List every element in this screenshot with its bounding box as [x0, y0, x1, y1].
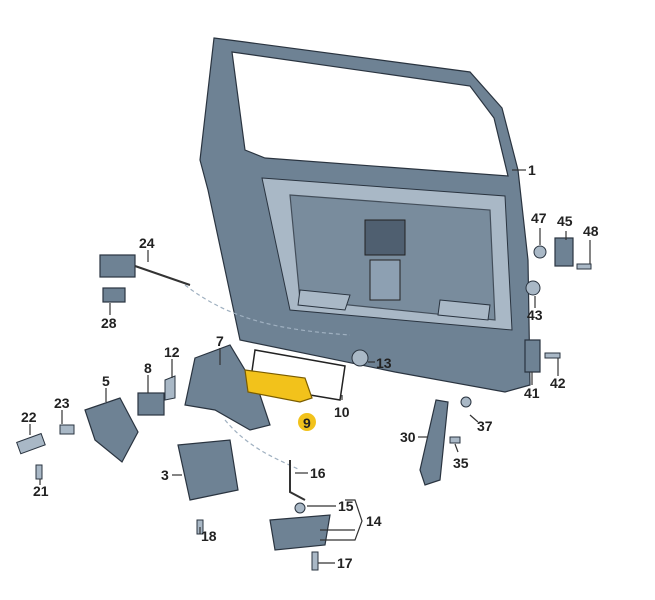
callout-13: 13: [376, 355, 392, 371]
callout-30: 30: [400, 429, 416, 445]
leader-lines: [29, 169, 591, 564]
screw-42[interactable]: [544, 352, 561, 359]
bolt-47[interactable]: [533, 245, 547, 259]
screw-21[interactable]: [35, 464, 43, 480]
cover-3[interactable]: [177, 439, 239, 501]
cap-23[interactable]: [59, 424, 75, 435]
callout-10: 10: [334, 404, 350, 420]
callout-22: 22: [21, 409, 37, 425]
latch-14[interactable]: [269, 514, 331, 551]
tailgate-panel[interactable]: [199, 37, 531, 393]
callout-35: 35: [453, 455, 469, 471]
callout-18: 18: [201, 528, 217, 544]
switch-8[interactable]: [137, 392, 165, 416]
strap-30[interactable]: [419, 399, 449, 486]
cylinder-22[interactable]: [16, 432, 46, 455]
callout-45: 45: [557, 213, 573, 229]
callout-3: 3: [161, 467, 169, 483]
callout-48: 48: [583, 223, 599, 239]
cable-line: [224, 419, 301, 471]
callout-1: 1: [528, 162, 536, 178]
callout-28: 28: [101, 315, 117, 331]
screw-17[interactable]: [311, 551, 319, 571]
callout-16: 16: [310, 465, 326, 481]
screw-48[interactable]: [576, 263, 592, 270]
rod-24[interactable]: [99, 254, 191, 286]
callout-47: 47: [531, 210, 547, 226]
rod-16[interactable]: [289, 460, 306, 501]
striker-41[interactable]: [524, 339, 541, 373]
callout-7: 7: [216, 333, 224, 349]
callout-37: 37: [477, 418, 493, 434]
bracket-45[interactable]: [554, 237, 574, 267]
callout-9: 9: [303, 415, 311, 431]
clip-37[interactable]: [460, 396, 472, 408]
handle-9-highlighted[interactable]: [244, 369, 313, 403]
screw-35[interactable]: [449, 436, 461, 444]
callout-24: 24: [139, 235, 155, 251]
part-15[interactable]: [294, 502, 306, 514]
clip-12[interactable]: [164, 375, 176, 401]
cover-5[interactable]: [84, 397, 139, 463]
callouts: 1 24 28 47 45 48 43 13 7 12 8 5 10 9 41 …: [21, 162, 599, 571]
lock-7[interactable]: [184, 344, 271, 431]
callout-43: 43: [527, 307, 543, 323]
highlight-badge: [298, 413, 316, 431]
callout-23: 23: [54, 395, 70, 411]
callout-17: 17: [337, 555, 353, 571]
callout-14: 14: [366, 513, 382, 529]
callout-5: 5: [102, 373, 110, 389]
bracket-28[interactable]: [102, 287, 126, 303]
callout-41: 41: [524, 385, 540, 401]
callout-8: 8: [144, 360, 152, 376]
callout-21: 21: [33, 483, 49, 499]
plug-13[interactable]: [351, 349, 369, 367]
callout-15: 15: [338, 498, 354, 514]
callout-42: 42: [550, 375, 566, 391]
buffer-43[interactable]: [525, 280, 541, 296]
callout-12: 12: [164, 344, 180, 360]
